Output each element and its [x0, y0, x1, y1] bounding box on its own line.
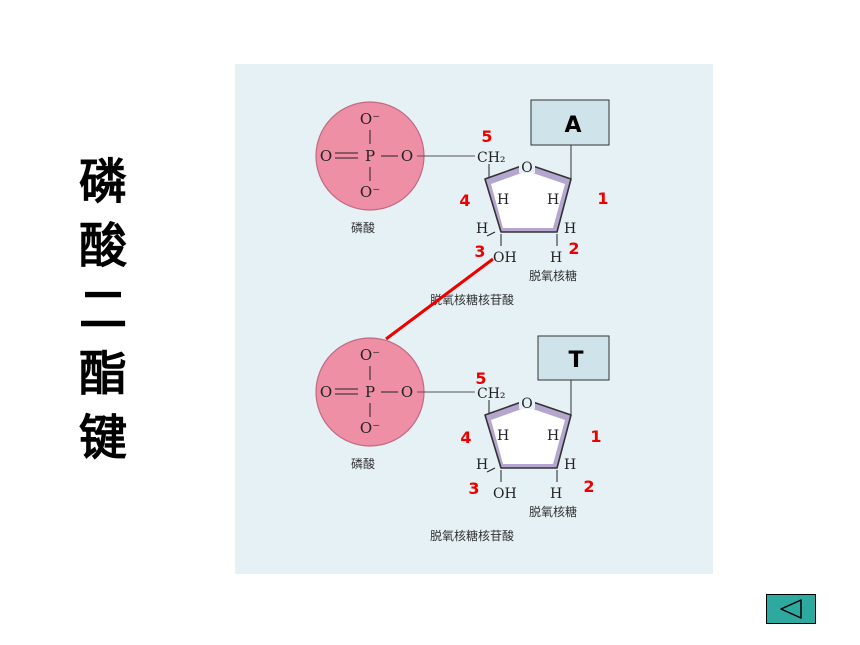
base-t-box [537, 335, 610, 381]
phosphate-o-left: O [320, 147, 332, 165]
nucleotide-diagram-panel: O⁻ O P O O⁻ 磷酸 CH₂ O [235, 64, 713, 574]
ring-h: H [550, 486, 562, 502]
bottom-sugar: CH₂ O H H H H OH H 脱氧核糖 脱氧核糖核苷酸 [430, 336, 577, 543]
carbon-number-5: 5 [481, 127, 492, 146]
oh-label: OH [493, 250, 517, 266]
carbon-number-1: 1 [597, 189, 608, 208]
nucleotide-label: 脱氧核糖核苷酸 [430, 292, 514, 307]
ring-o: O [521, 396, 532, 412]
ch2-label: CH₂ [477, 386, 506, 402]
bottom-nucleotide: O⁻ O P O O⁻ 磷酸 CH₂ O H H [315, 335, 610, 543]
back-button[interactable] [766, 594, 816, 624]
deoxyribose-label: 脱氧核糖 [529, 504, 577, 519]
oh-label: OH [493, 486, 517, 502]
ring-o-bg [519, 395, 535, 409]
bottom-phosphate: O⁻ O P O O⁻ 磷酸 [315, 337, 425, 471]
nucleotide-diagram: O⁻ O P O O⁻ 磷酸 CH₂ O [315, 99, 610, 543]
carbon-number-5: 5 [475, 369, 486, 388]
base-a-box [530, 99, 610, 146]
deoxyribose-label: 脱氧核糖 [529, 268, 577, 283]
carbon-number-3: 3 [474, 242, 485, 261]
carbon-number-2: 2 [583, 477, 594, 496]
title-char: 磷 [78, 154, 127, 210]
top-sugar: CH₂ O H H H H OH H 脱氧核糖 脱氧核糖核苷酸 [430, 100, 577, 307]
phosphate-label: 磷酸 [351, 220, 375, 235]
nucleotide-label: 脱氧核糖核苷酸 [430, 528, 514, 543]
carbon-number-4: 4 [460, 428, 471, 447]
ring-h: H [547, 192, 559, 208]
title-char: 酯 [78, 346, 127, 402]
ring-h: H [564, 457, 576, 473]
ring-h: H [564, 221, 576, 237]
ring-h: H [497, 428, 509, 444]
ring-h: H [550, 250, 562, 266]
phosphate-o-bottom: O⁻ [360, 183, 380, 201]
ring-h: H [476, 221, 488, 237]
ring-inner [491, 407, 565, 464]
carbon-number-1: 1 [590, 427, 601, 446]
phosphate-o-right: O [401, 147, 413, 165]
top-phosphate: O⁻ O P O O⁻ 磷酸 [315, 101, 425, 235]
phosphate-o-left: O [320, 383, 332, 401]
base-a-label: A [564, 113, 581, 138]
phosphate-p: P [365, 383, 375, 401]
top-nucleotide: O⁻ O P O O⁻ 磷酸 CH₂ O [315, 99, 610, 307]
bond-line [486, 467, 496, 473]
phosphate-o-top: O⁻ [360, 110, 380, 128]
title-char: 二 [78, 282, 127, 338]
side-title: 磷 酸 二 酯 键 [68, 150, 138, 470]
phosphate-p: P [365, 147, 375, 165]
phosphate-o-right: O [401, 383, 413, 401]
ring-h: H [497, 192, 509, 208]
base-t-label: T [568, 348, 583, 373]
ring-h: H [476, 457, 488, 473]
carbon-number-3: 3 [468, 479, 479, 498]
ring-inner [491, 171, 565, 228]
title-char: 酸 [78, 218, 127, 274]
phosphate-o-bottom: O⁻ [360, 419, 380, 437]
ring-o-bg [519, 159, 535, 173]
carbon-number-2: 2 [568, 239, 579, 258]
title-char: 键 [78, 410, 127, 466]
phosphate-o-top: O⁻ [360, 346, 380, 364]
triangle-left-icon [780, 599, 802, 619]
phosphate-label: 磷酸 [351, 456, 375, 471]
ring-o: O [521, 160, 532, 176]
carbon-number-4: 4 [459, 191, 470, 210]
ch2-label: CH₂ [477, 150, 506, 166]
phosphodiester-bond-line [385, 257, 494, 341]
bond-line [486, 231, 496, 237]
ring-h: H [547, 428, 559, 444]
